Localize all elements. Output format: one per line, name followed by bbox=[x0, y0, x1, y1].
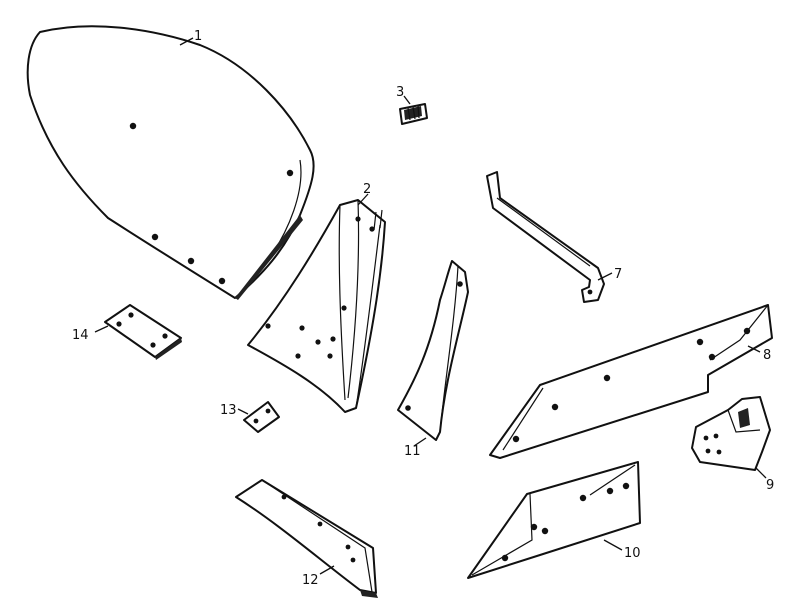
part-14-plate bbox=[104, 304, 182, 360]
callout-2: 2 bbox=[363, 182, 371, 197]
callout-10: 10 bbox=[624, 546, 641, 561]
leader-14 bbox=[94, 325, 109, 333]
part-10-plate bbox=[467, 461, 641, 579]
leader-lines bbox=[94, 37, 767, 575]
callout-1: 1 bbox=[194, 29, 202, 44]
leader-13 bbox=[237, 408, 249, 415]
part-2-frog bbox=[247, 199, 386, 413]
part-8-landside-plate bbox=[489, 304, 773, 459]
part-11-landside bbox=[397, 260, 469, 441]
leader-8 bbox=[747, 345, 761, 353]
leader-10 bbox=[603, 539, 623, 551]
leader-7 bbox=[597, 272, 613, 281]
leader-1 bbox=[179, 37, 194, 46]
callout-14: 14 bbox=[72, 328, 89, 343]
leader-12 bbox=[319, 565, 335, 575]
part-7-brace bbox=[486, 171, 605, 303]
callout-labels: 1 2 3 7 8 9 10 11 12 13 14 bbox=[72, 29, 774, 588]
callout-11: 11 bbox=[404, 444, 421, 459]
part-13-small-plate bbox=[243, 401, 280, 433]
callout-7: 7 bbox=[614, 267, 622, 282]
leader-3 bbox=[403, 95, 411, 105]
callout-3: 3 bbox=[396, 85, 404, 100]
leader-2 bbox=[357, 193, 369, 206]
leader-9 bbox=[755, 467, 767, 479]
part-12-share bbox=[235, 479, 378, 598]
part-1-mouldboard bbox=[26, 25, 315, 300]
part-3-bolt bbox=[399, 103, 428, 125]
callout-9: 9 bbox=[766, 478, 774, 493]
callout-12: 12 bbox=[302, 573, 319, 588]
callout-13: 13 bbox=[220, 403, 237, 418]
leader-11 bbox=[413, 437, 427, 447]
callout-8: 8 bbox=[763, 348, 771, 363]
part-9-heel bbox=[691, 396, 771, 471]
